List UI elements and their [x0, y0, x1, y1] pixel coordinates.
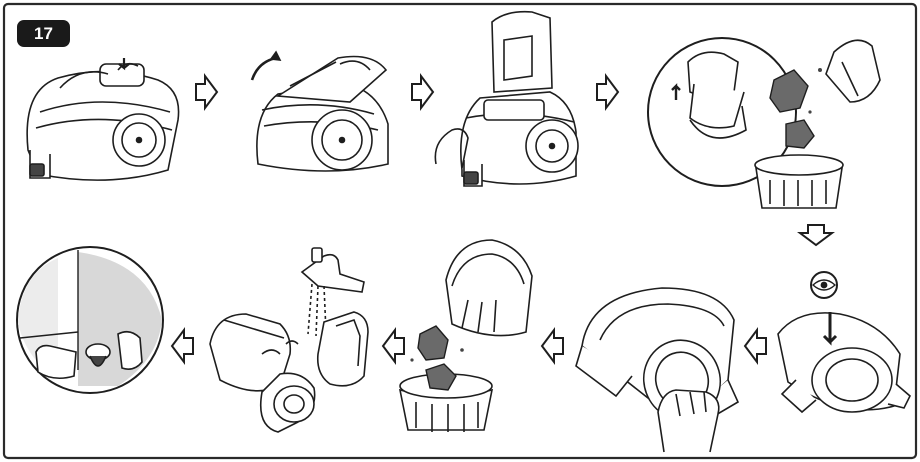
eye-icon [810, 271, 838, 299]
arrow-left-icon [381, 327, 405, 365]
arrow-left-icon [540, 327, 564, 365]
drying-parts-icon [16, 246, 164, 394]
arrow-left-icon [170, 327, 194, 365]
vacuum-lid-opening-icon [250, 50, 389, 172]
container-over-bin-icon [398, 239, 533, 432]
arrow-down-icon [797, 224, 835, 247]
step-number-badge: 17 [17, 20, 70, 47]
container-inspect-icon [777, 312, 911, 414]
arrow-right-icon [411, 73, 435, 111]
container-filter-removal-icon [575, 287, 740, 453]
dust-into-bin-icon [647, 37, 881, 209]
arrow-right-icon [195, 73, 219, 111]
vacuum-lift-container-icon [434, 10, 579, 187]
tap-rinse-icon [209, 247, 365, 433]
container-shell-icon [316, 311, 369, 387]
arrow-right-icon [596, 73, 620, 111]
arrow-left-icon [743, 327, 767, 365]
vacuum-press-button-icon [26, 58, 180, 181]
